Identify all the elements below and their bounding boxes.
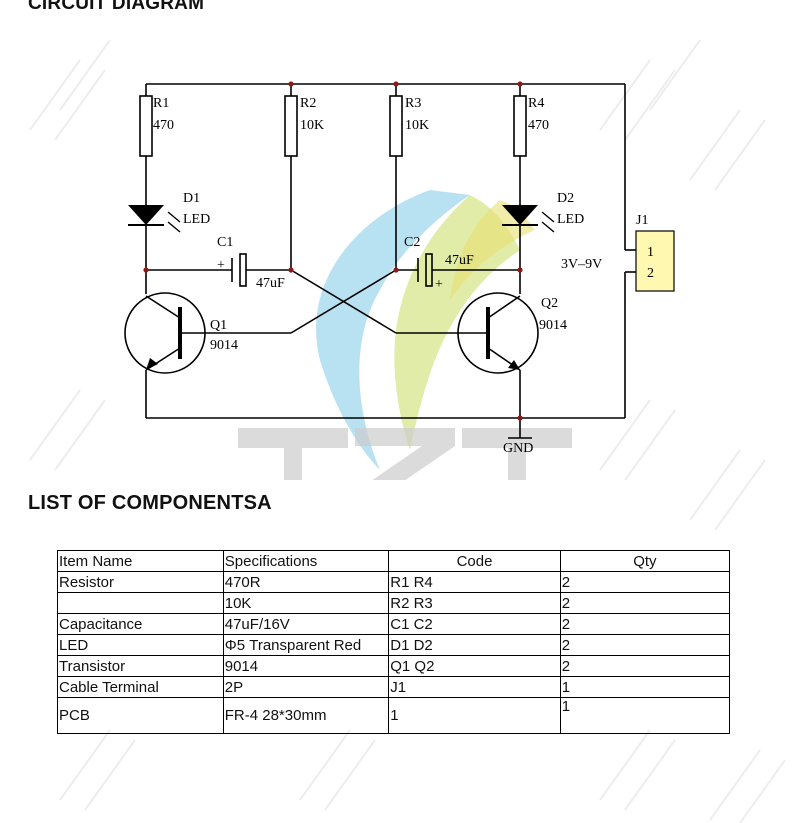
c1-polarity: + — [217, 258, 225, 273]
header-item-name: Item Name — [57, 550, 224, 572]
r4-value: 470 — [528, 118, 549, 133]
r2-ref: R2 — [300, 96, 316, 111]
cell-qty: 2 — [559, 655, 731, 677]
q1-value: 9014 — [210, 338, 238, 353]
cell-qty: 2 — [559, 592, 731, 614]
r1-ref: R1 — [153, 96, 169, 111]
cell-code: J1 — [388, 676, 561, 698]
cell-code: R2 R3 — [388, 592, 561, 614]
table-row: LED Φ5 Transparent Red D1 D2 2 — [57, 634, 731, 656]
q2-value: 9014 — [539, 318, 567, 333]
components-table: Item Name Specifications Code Qty Resist… — [57, 550, 731, 734]
d1-type: LED — [183, 212, 210, 227]
cell-specifications: 2P — [222, 676, 390, 698]
r2-value: 10K — [300, 118, 324, 133]
cell-qty: 2 — [559, 571, 731, 593]
d2-ref: D2 — [557, 191, 574, 206]
header-specifications: Specifications — [222, 550, 390, 572]
header-qty: Qty — [559, 550, 731, 572]
j1-ref: J1 — [636, 213, 648, 228]
table-row: PCB FR-4 28*30mm 1 1 — [57, 697, 731, 734]
cell-code: D1 D2 — [388, 634, 561, 656]
cell-specifications: Φ5 Transparent Red — [222, 634, 390, 656]
j1-pin-2: 2 — [647, 266, 654, 281]
table-row: Transistor 9014 Q1 Q2 2 — [57, 655, 731, 677]
cell-code: Q1 Q2 — [388, 655, 561, 677]
d1-ref: D1 — [183, 191, 200, 206]
watermark-logo — [238, 190, 572, 480]
cell-item-name: Transistor — [57, 655, 224, 677]
cell-item-name: Cable Terminal — [57, 676, 224, 698]
r4-ref: R4 — [528, 96, 544, 111]
r3-value: 10K — [405, 118, 429, 133]
c1-value: 47uF — [256, 276, 285, 291]
circuit-schematic: R1 470 R2 10K R3 10K R4 470 D1 LED D2 LE… — [124, 81, 675, 480]
cell-qty: 1 — [559, 697, 731, 734]
cell-item-name: LED — [57, 634, 224, 656]
components-heading: LIST OF COMPONENTSA — [28, 492, 272, 514]
cell-specifications: 9014 — [222, 655, 390, 677]
gnd-label: GND — [503, 441, 533, 456]
supply-voltage-label: 3V–9V — [561, 257, 602, 272]
c1-ref: C1 — [217, 235, 233, 250]
table-row: Resistor 470R R1 R4 2 — [57, 571, 731, 593]
table-header-row: Item Name Specifications Code Qty — [57, 550, 731, 572]
cell-code: R1 R4 — [388, 571, 561, 593]
cell-item-name — [57, 592, 224, 614]
q2-ref: Q2 — [541, 296, 558, 311]
header-code: Code — [388, 550, 561, 572]
cell-specifications: FR-4 28*30mm — [222, 697, 390, 734]
cell-code: 1 — [388, 697, 561, 734]
cell-code: C1 C2 — [388, 613, 561, 635]
table-row: Cable Terminal 2P J1 1 — [57, 676, 731, 698]
table-row: 10K R2 R3 2 — [57, 592, 731, 614]
c2-value: 47uF — [445, 253, 474, 268]
cell-item-name: PCB — [57, 697, 224, 734]
cell-item-name: Resistor — [57, 571, 224, 593]
q1-ref: Q1 — [210, 318, 227, 333]
d2-type: LED — [557, 212, 584, 227]
cell-specifications: 470R — [222, 571, 390, 593]
c2-polarity: + — [435, 277, 443, 292]
circuit-diagram-heading: CIRCUIT DIAGRAM — [28, 0, 205, 14]
cell-qty: 1 — [559, 676, 731, 698]
j1-pin-1: 1 — [647, 245, 654, 260]
table-row: Capacitance 47uF/16V C1 C2 2 — [57, 613, 731, 635]
c2-ref: C2 — [404, 235, 420, 250]
r1-value: 470 — [153, 118, 174, 133]
cell-item-name: Capacitance — [57, 613, 224, 635]
cell-specifications: 10K — [222, 592, 390, 614]
cell-qty: 2 — [559, 613, 731, 635]
cell-specifications: 47uF/16V — [222, 613, 390, 635]
cell-qty: 2 — [559, 634, 731, 656]
r3-ref: R3 — [405, 96, 421, 111]
